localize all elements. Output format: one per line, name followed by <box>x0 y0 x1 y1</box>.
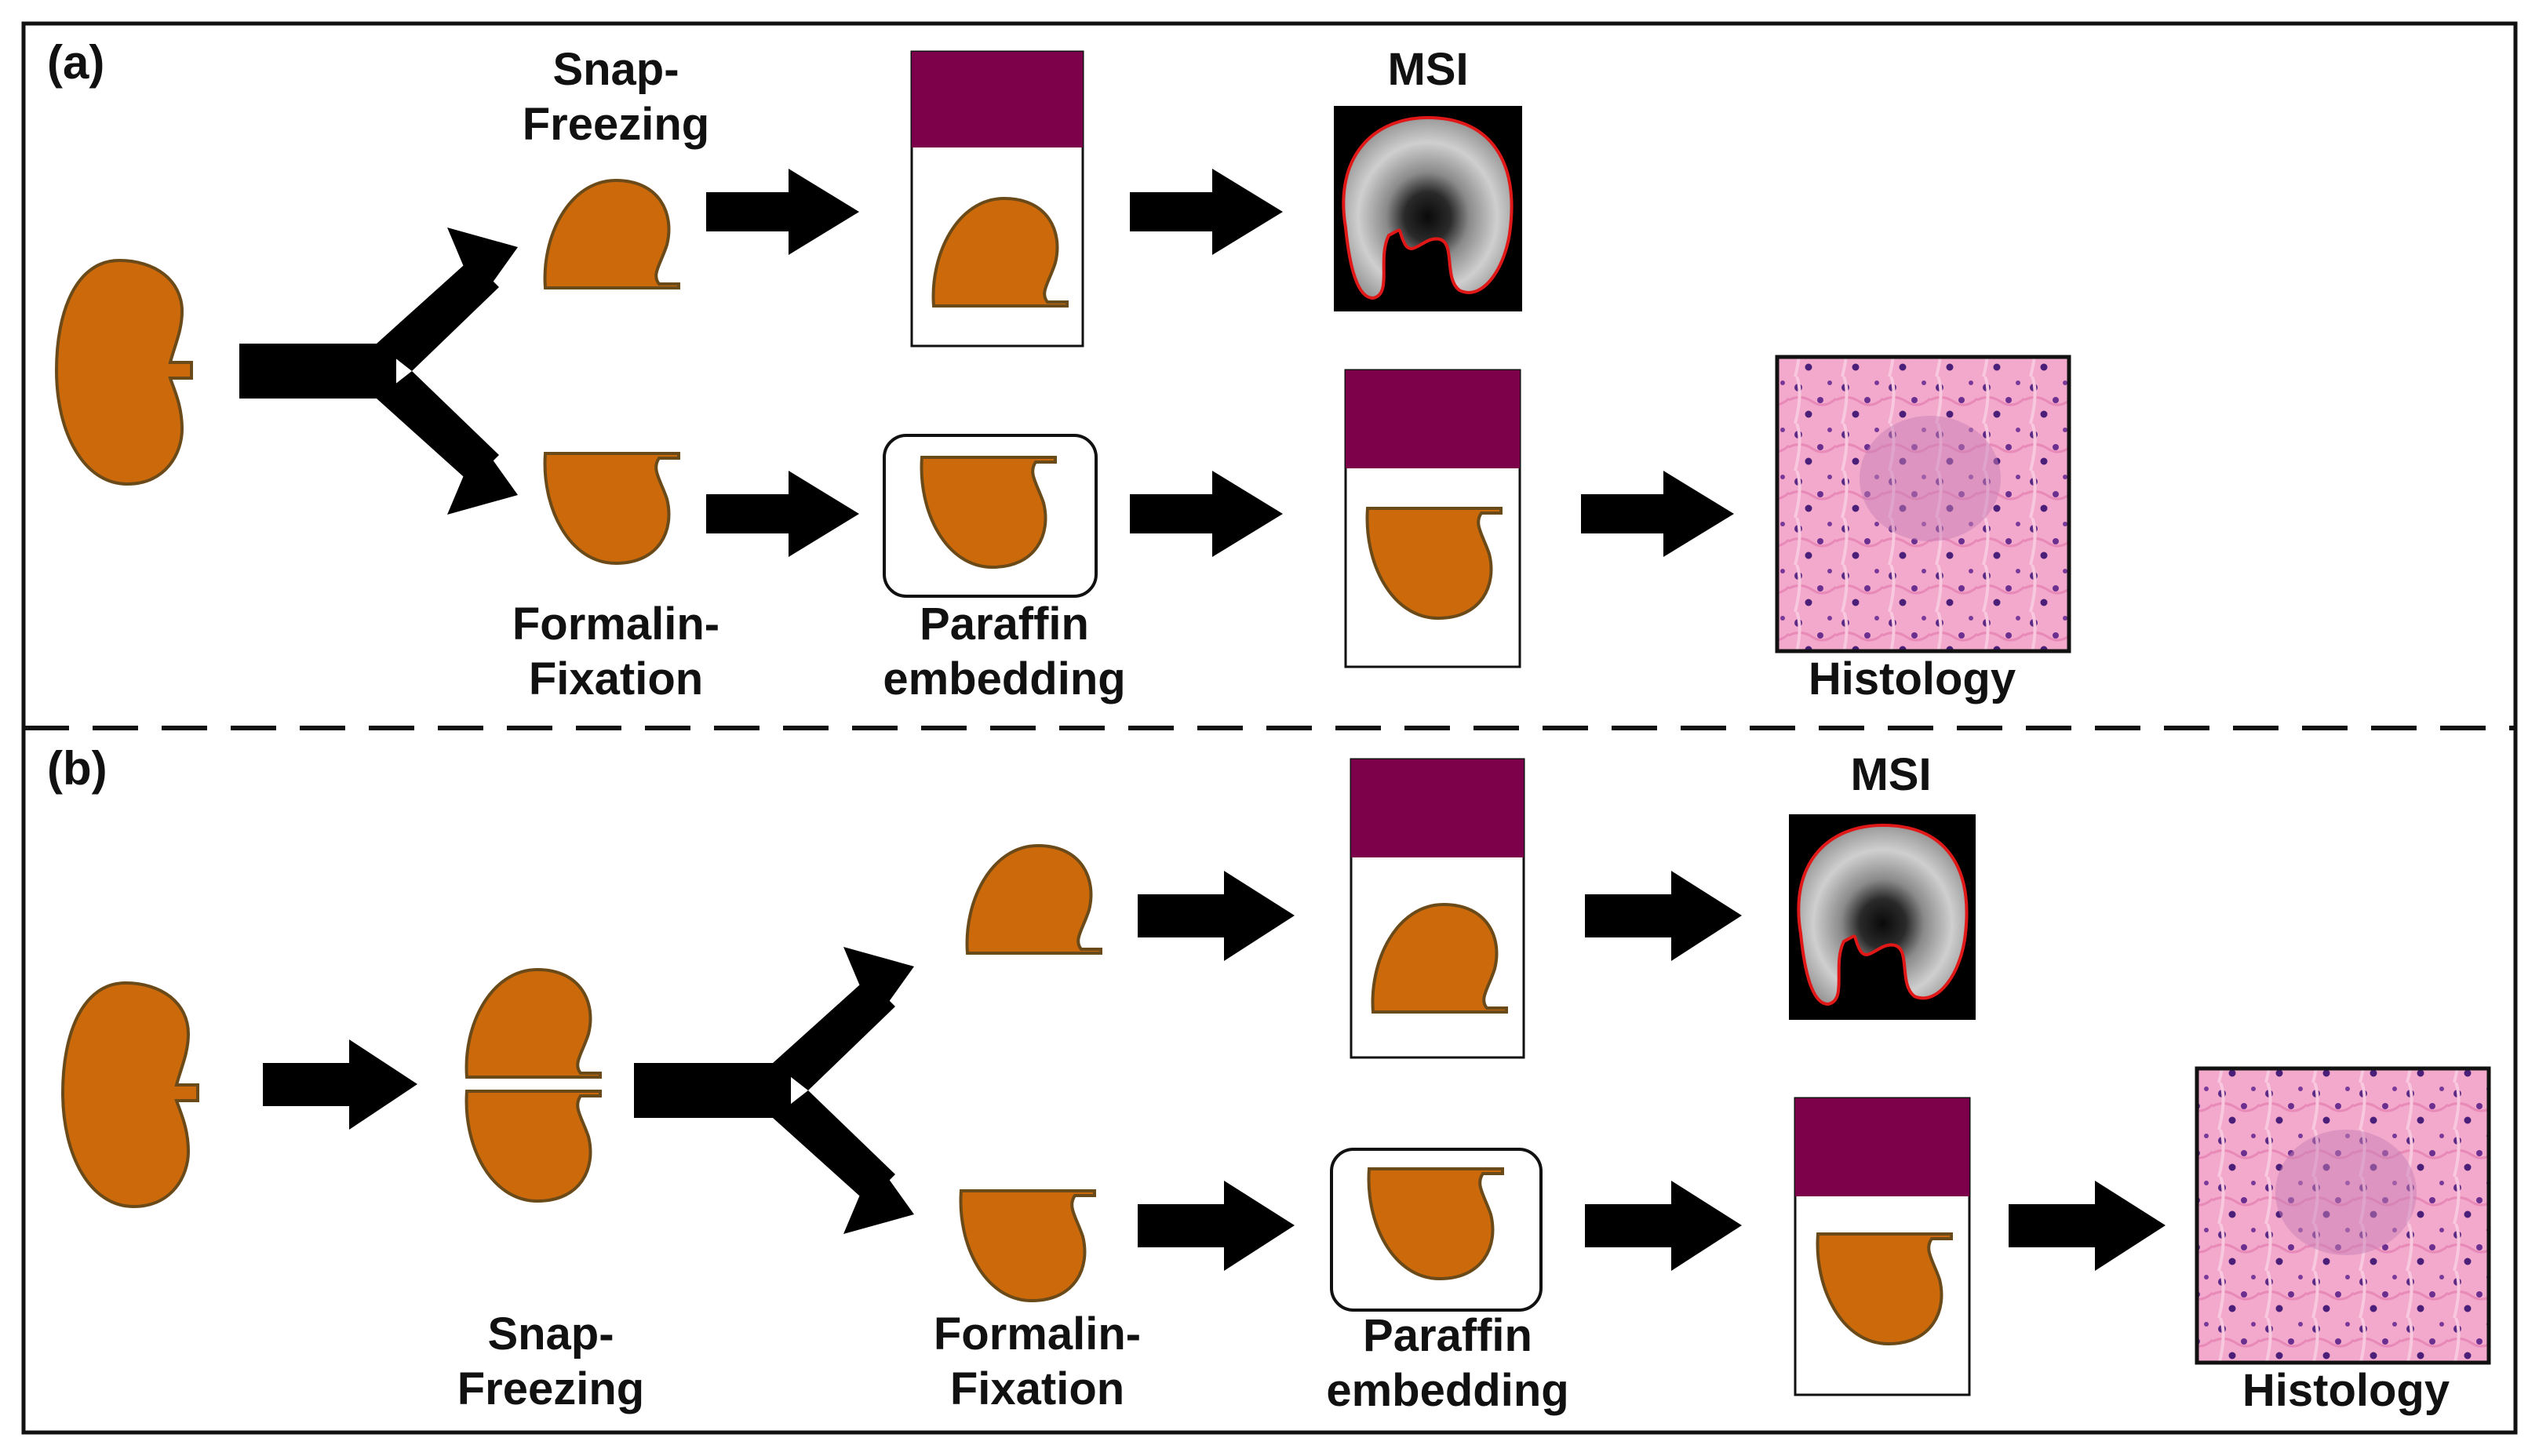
label-paraffin-a-1: Paraffin <box>920 599 1089 650</box>
fork-arrow-b <box>634 947 914 1234</box>
label-msi-b: MSI <box>1850 749 1931 800</box>
label-msi-a: MSI <box>1387 44 1468 95</box>
arrow-a-top-2 <box>1130 169 1283 255</box>
label-snap-b-1: Snap- <box>487 1309 614 1360</box>
label-formalin-a-1: Formalin- <box>512 599 719 650</box>
arrow-a-top-1 <box>706 169 859 255</box>
arrow-b-top-1 <box>1138 871 1295 961</box>
label-snap-a-2: Freezing <box>523 99 710 150</box>
slide-a-top <box>910 50 1084 348</box>
arrow-a-bottom-3 <box>1581 471 1734 557</box>
label-paraffin-b-2: embedding <box>1326 1365 1568 1416</box>
kidney-snap-frozen-a <box>543 179 680 289</box>
arrow-b-top-2 <box>1585 871 1742 961</box>
label-formalin-b-2: Fixation <box>950 1363 1124 1414</box>
kidney-formalin-a <box>543 452 680 565</box>
kidney-split-b <box>464 968 602 1203</box>
msi-image-a <box>1334 106 1522 311</box>
slide-a-bottom <box>1344 369 1521 668</box>
label-histology-a: Histology <box>1809 653 2016 704</box>
slide-b-bottom <box>1794 1097 1971 1396</box>
paraffin-block-a <box>883 434 1098 598</box>
label-snap-a-1: Snap- <box>552 44 679 95</box>
label-formalin-a-2: Fixation <box>529 653 703 704</box>
arrow-b-bottom-1 <box>1138 1181 1295 1271</box>
panel-b: Snap- Freezing MSI <box>61 749 2491 1416</box>
label-paraffin-b-1: Paraffin <box>1363 1310 1532 1361</box>
kidney-formalin-b <box>959 1189 1096 1302</box>
fork-arrow-a <box>239 228 518 515</box>
kidney-whole-b <box>61 981 199 1208</box>
arrow-a-bottom-2 <box>1130 471 1283 557</box>
arrow-b-bottom-3 <box>2009 1181 2166 1271</box>
arrow-a-bottom-1 <box>706 471 859 557</box>
arrow-b-1 <box>263 1039 417 1130</box>
label-formalin-b-1: Formalin- <box>934 1309 1141 1360</box>
label-paraffin-a-2: embedding <box>883 653 1125 704</box>
histology-image-b <box>2195 1066 2491 1365</box>
panel-a: Snap- Freezing Formalin- Fixation MSI <box>55 44 2071 704</box>
paraffin-block-b <box>1330 1148 1543 1312</box>
panel-label-b: (b) <box>47 742 107 795</box>
label-histology-b: Histology <box>2242 1365 2450 1416</box>
label-snap-b-2: Freezing <box>457 1363 645 1414</box>
kidney-whole-a <box>55 259 193 486</box>
kidney-snap-frozen-b <box>965 844 1102 955</box>
panel-label-a: (a) <box>47 36 104 89</box>
arrow-b-bottom-2 <box>1585 1181 1742 1271</box>
histology-image-a <box>1775 355 2071 653</box>
msi-image-b <box>1789 814 1976 1020</box>
slide-b-top <box>1350 758 1525 1059</box>
